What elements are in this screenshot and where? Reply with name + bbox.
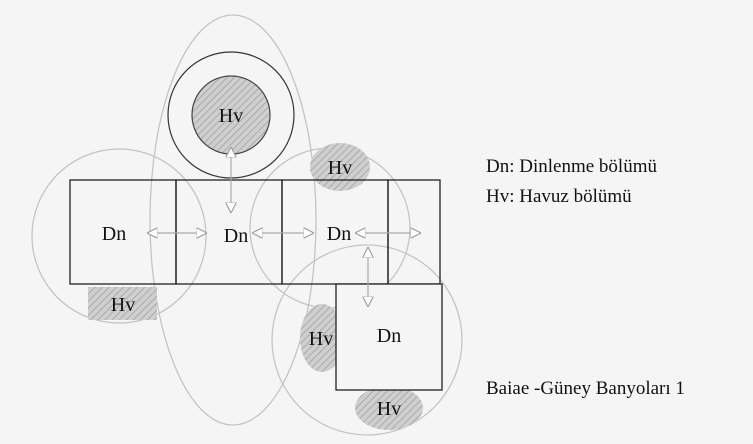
label-dn3: Dn (327, 223, 351, 245)
diagram-caption: Baiae -Güney Banyoları 1 (486, 378, 685, 399)
label-hv-left-bottom: Hv (111, 294, 135, 316)
label-dn2: Dn (224, 225, 248, 247)
legend-dn: Dn: Dinlenme bölümü (486, 156, 657, 177)
pool-small-top (310, 143, 370, 191)
lower-zone-circle (271, 244, 463, 436)
label-hv-bottom: Hv (377, 398, 401, 420)
label-dn4: Dn (377, 325, 401, 347)
legend-hv: Hv: Havuz bölümü (486, 186, 632, 207)
label-hv-small-top: Hv (328, 157, 352, 179)
label-dn1: Dn (102, 223, 126, 245)
label-hv-top: Hv (219, 105, 243, 127)
pool-bottom (355, 386, 423, 430)
label-hv-right-mid: Hv (309, 328, 333, 350)
pool-right-mid (300, 304, 344, 372)
room-dn4 (335, 283, 443, 391)
room-corridor (387, 179, 441, 285)
pool-left-bottom (88, 287, 157, 320)
central-zone-ellipse (149, 14, 317, 426)
